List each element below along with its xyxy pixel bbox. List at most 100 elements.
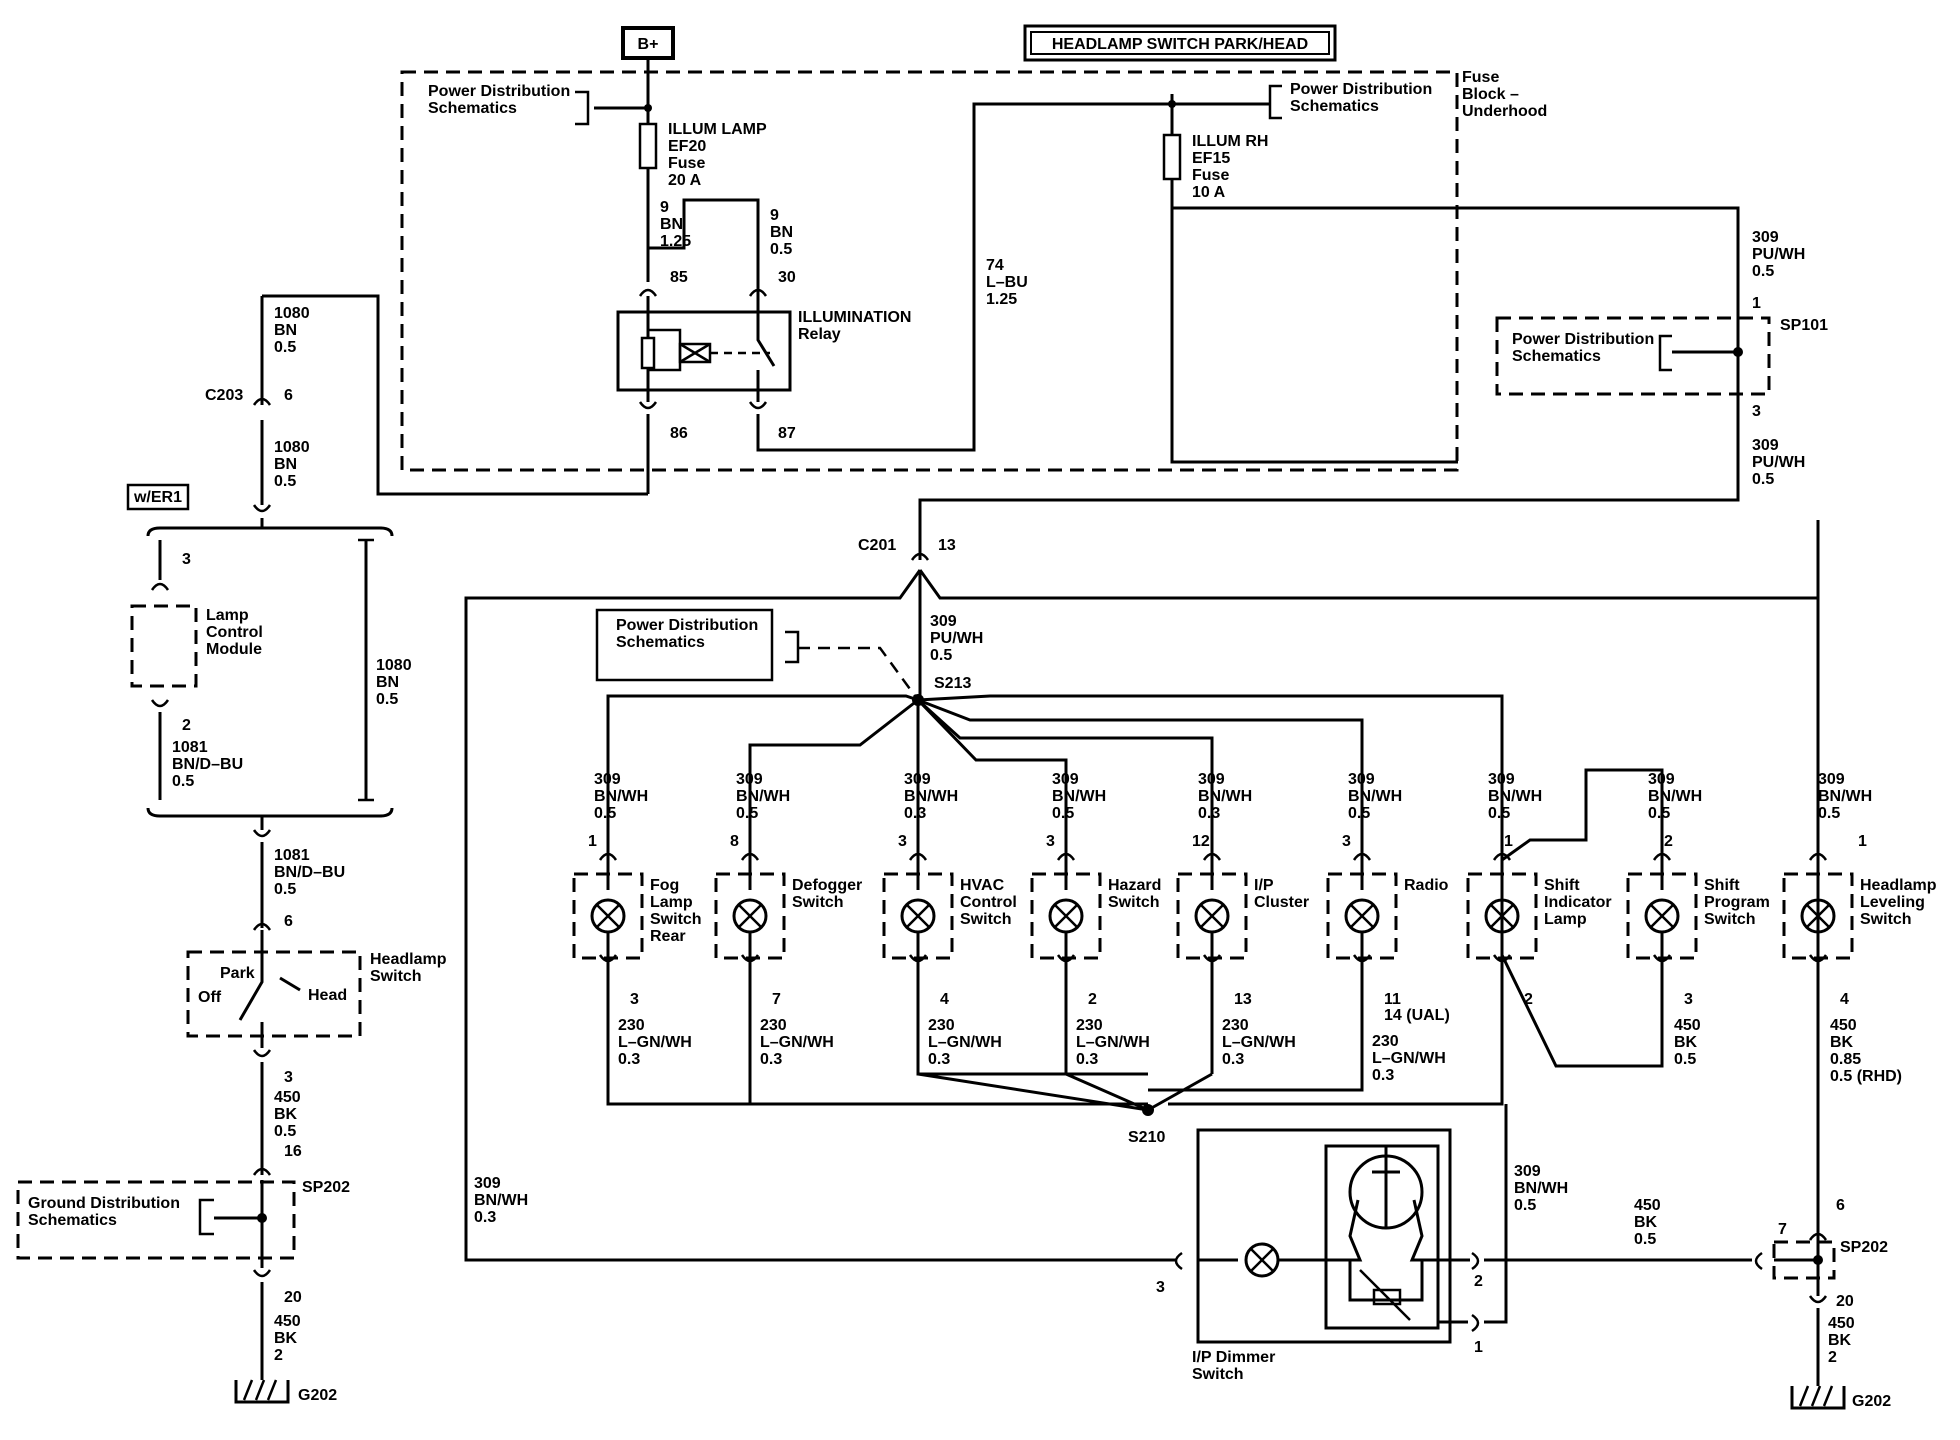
wire-1080-c-label-line: 0.5: [376, 691, 398, 708]
ground-g202-left-icon: [234, 1379, 290, 1404]
sp202-pin-6: 6: [1836, 1197, 1845, 1214]
sp202-left-label: SP202: [302, 1179, 350, 1196]
s210-label: S210: [1128, 1129, 1165, 1146]
lamp-2-pin-bottom-line: 7: [772, 991, 781, 1008]
wire-1080-b-label-line: BN: [274, 456, 297, 473]
hs-off-label-line: Off: [198, 989, 222, 1006]
battery-box: B+: [621, 26, 675, 60]
pin-86-line: 86: [670, 425, 688, 442]
lamp-6-label-line: Radio: [1404, 877, 1449, 894]
sp101-label: SP101: [1780, 317, 1828, 334]
lamp-4-pin-top: 3: [1046, 833, 1055, 850]
hs-label-line: Headlamp: [370, 951, 447, 968]
dimmer-pin-1: 1: [1474, 1339, 1483, 1356]
lamp-9-wire-top-line: 309: [1818, 771, 1845, 788]
wire-309-bottom-label-line: 0.5: [1752, 471, 1774, 488]
lamp-8: [1626, 852, 1698, 963]
fuse-ef15-label-line: 10 A: [1192, 184, 1226, 201]
lamp-5-pin-bottom-line: 13: [1234, 991, 1252, 1008]
lamp-6-pin-bottom-2: 14 (UAL): [1384, 1007, 1450, 1024]
fuse-block-outline: [400, 70, 1459, 472]
pin-30-line: 30: [778, 269, 796, 286]
lamp-3-pin-top: 3: [898, 833, 907, 850]
lamp-6-pin-top: 3: [1342, 833, 1351, 850]
lamp-5-label-line: Cluster: [1254, 894, 1309, 911]
wire-309-top-label-line: PU/WH: [1752, 246, 1805, 263]
wire-1080-b-label-line: 1080: [274, 439, 310, 456]
wire-450-a-label-line: 0.5: [274, 1123, 296, 1140]
wire-450-b-label-line: 450: [274, 1313, 301, 1330]
lamp-8-pin-top-line: 2: [1664, 833, 1673, 850]
lamp-2: [714, 852, 786, 963]
lamp-8-label-line: Switch: [1704, 911, 1756, 928]
fuse-ef20-label-line: ILLUM LAMP: [668, 121, 767, 138]
lamp-7-wire-top-line: BN/WH: [1488, 788, 1542, 805]
lcm-pin-2: 2: [182, 717, 191, 734]
lamp-4-pin-top-line: 3: [1046, 833, 1055, 850]
lamp-9: [1782, 852, 1854, 963]
lamp-3-pin-bottom-line: 4: [940, 991, 949, 1008]
sp101-label-line: SP101: [1780, 317, 1828, 334]
pds-label-3-line: Schematics: [1512, 348, 1601, 365]
lamp-4-wire-bottom-line: 230: [1076, 1017, 1103, 1034]
wire-309-s213-label-line: 309: [930, 613, 957, 630]
c201-label-line: C201: [858, 537, 896, 554]
dimmer-label-line: Switch: [1192, 1366, 1244, 1383]
lamp-1-pin-top-line: 1: [588, 833, 597, 850]
lamp-4-label-line: Switch: [1108, 894, 1160, 911]
wire-1081-b-label-line: BN/D–BU: [274, 864, 345, 881]
pin-86: 86: [670, 425, 688, 442]
wire-450-a-label-line: BK: [274, 1106, 298, 1123]
gds-label-line: Schematics: [28, 1212, 117, 1229]
wire-309-dim-label-line: BN/WH: [1514, 1180, 1568, 1197]
lamp-1-pin-top: 1: [588, 833, 597, 850]
hs-off-label: Off: [198, 989, 222, 1006]
lamp-9-pin-bottom: 4: [1840, 991, 1849, 1008]
sp202-right-pin-20-line: 20: [1836, 1293, 1854, 1310]
pin-87-line: 87: [778, 425, 796, 442]
lamp-9-pin-top: 1: [1858, 833, 1867, 850]
wire-309-top-label-line: 309: [1752, 229, 1779, 246]
wire-309-s213-label-line: PU/WH: [930, 630, 983, 647]
lamp-9-wire-top-line: BN/WH: [1818, 788, 1872, 805]
lamp-5-pin-bottom: 13: [1234, 991, 1252, 1008]
lamp-3-pin-top-line: 3: [898, 833, 907, 850]
lamp-3-wire-top-line: BN/WH: [904, 788, 958, 805]
svg-text:B+: B+: [638, 36, 659, 53]
c201-label: C201: [858, 537, 896, 554]
lamp-3-label-line: HVAC: [960, 877, 1005, 894]
lamp-3-pin-bottom: 4: [940, 991, 949, 1008]
dimmer-pin-3: 3: [1156, 1279, 1165, 1296]
c203-pin-line: 6: [284, 387, 293, 404]
sp202-pin-6-line: 6: [1836, 1197, 1845, 1214]
lamp-6-label: Radio: [1404, 877, 1449, 894]
wire-1080-a-label-line: BN: [274, 322, 297, 339]
wire-309-bottom-label-line: 309: [1752, 437, 1779, 454]
lamp-4-wire-top-line: 0.5: [1052, 805, 1074, 822]
lamp-6-wire-top-line: 0.5: [1348, 805, 1370, 822]
lamp-4: [1030, 852, 1102, 963]
pin-85-line: 85: [670, 269, 688, 286]
lamp-8-label-line: Shift: [1704, 877, 1740, 894]
wire-1080-c-label-line: BN: [376, 674, 399, 691]
lamp-9-label-line: Leveling: [1860, 894, 1925, 911]
lamp-4-pin-bottom: 2: [1088, 991, 1097, 1008]
lamp-7-pin-bottom: 2: [1524, 991, 1533, 1008]
